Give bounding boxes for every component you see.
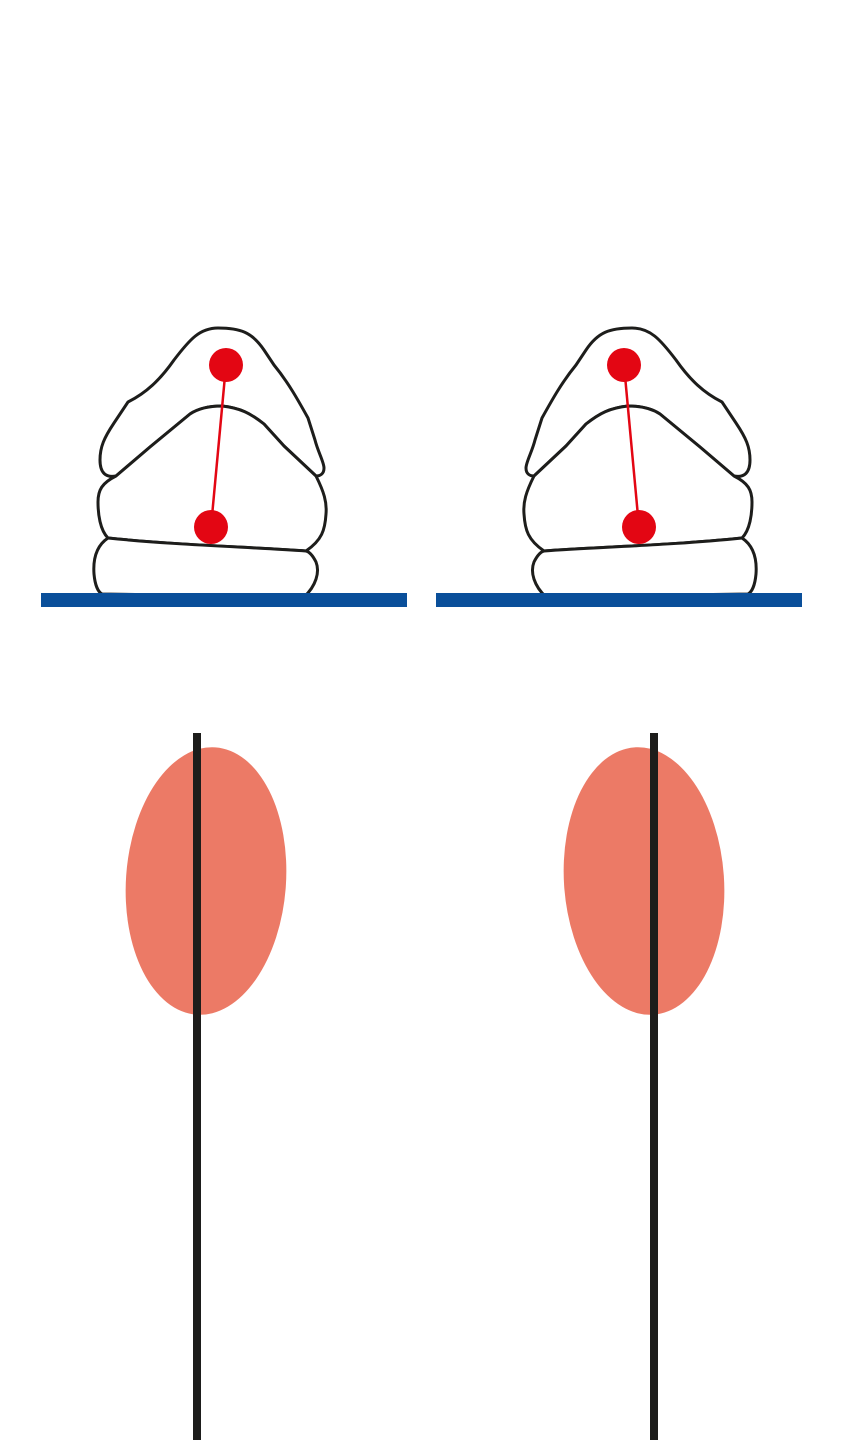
left-pressure-area xyxy=(125,747,287,1015)
left-ground-line xyxy=(41,593,407,607)
left-foot-cross-section xyxy=(92,326,328,599)
right-ground-line xyxy=(436,593,802,607)
right-pressure-area xyxy=(563,747,725,1015)
right-foot-cross-section xyxy=(522,326,758,599)
left-reference-line xyxy=(193,733,201,1440)
right-reference-line xyxy=(650,733,658,1440)
